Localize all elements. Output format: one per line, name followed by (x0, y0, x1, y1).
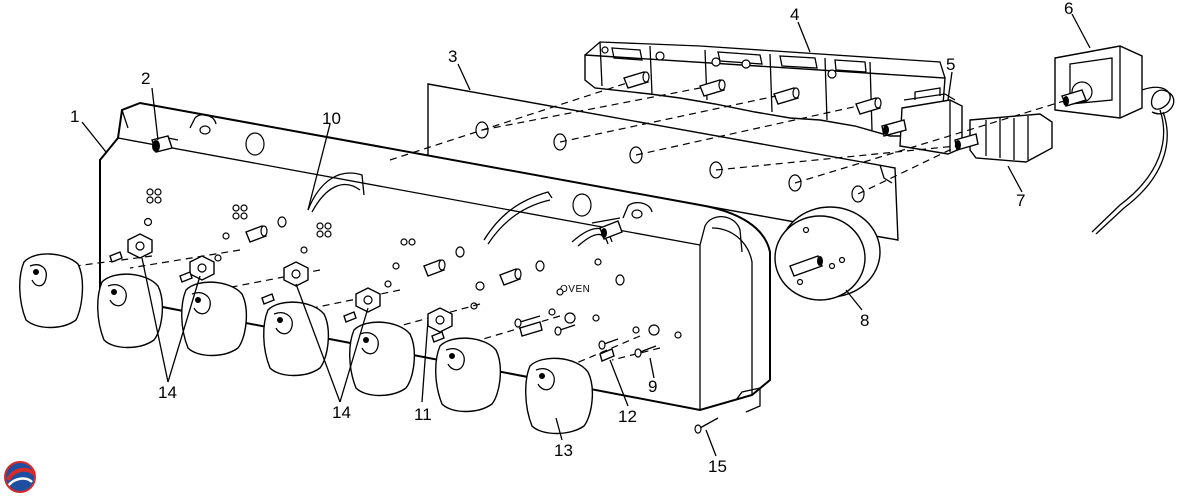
callout-14-right: 14 (332, 403, 351, 422)
control-knob[interactable] (435, 337, 502, 413)
timer-unit (774, 206, 881, 301)
igniter-switch (599, 220, 623, 240)
control-knobs (19, 253, 594, 435)
callout-4: 4 (790, 5, 799, 24)
control-knob[interactable] (181, 281, 248, 357)
control-knob[interactable] (263, 301, 330, 377)
callout-13: 13 (554, 441, 573, 460)
brand-logo-icon (4, 461, 36, 493)
screw-15 (694, 417, 719, 434)
callout-5: 5 (946, 55, 955, 74)
control-knob[interactable] (97, 273, 164, 349)
callout-15: 15 (708, 457, 727, 476)
callout-11: 11 (414, 405, 432, 424)
back-plate (427, 83, 899, 241)
control-panel-housing: OVEN (99, 101, 771, 413)
leader-lines (81, 13, 1091, 457)
control-knob[interactable] (349, 321, 416, 397)
spacers (109, 251, 615, 362)
ignition-wires (307, 172, 621, 247)
callout-2: 2 (141, 69, 150, 88)
callout-12: 12 (618, 407, 637, 426)
callout-6: 6 (1064, 0, 1073, 18)
bezel-nut (427, 307, 453, 333)
igniter-button (151, 135, 179, 153)
control-knob[interactable] (525, 357, 594, 435)
callout-1: 1 (70, 107, 79, 126)
control-knob[interactable] (19, 253, 84, 329)
callouts: 1 2 3 4 5 6 7 8 9 10 11 12 13 14 14 15 (70, 0, 1073, 476)
selector-switch (954, 113, 1053, 163)
bezel-nuts (127, 233, 453, 333)
bezel-nut (355, 287, 381, 313)
screw-9 (634, 345, 657, 358)
callout-8: 8 (860, 311, 869, 330)
bezel-nut (283, 261, 309, 287)
callout-9: 9 (648, 377, 657, 396)
bezel-nut (127, 233, 153, 259)
oven-label: OVEN (560, 284, 590, 295)
callout-14-left: 14 (158, 383, 177, 402)
bushings (245, 216, 625, 286)
callout-7: 7 (1016, 191, 1025, 210)
bezel-nut (189, 255, 215, 281)
callout-3: 3 (448, 47, 457, 66)
screws (514, 312, 719, 434)
oven-thermostat (1054, 45, 1175, 235)
callout-10: 10 (322, 109, 341, 128)
energy-regulator (881, 87, 963, 155)
